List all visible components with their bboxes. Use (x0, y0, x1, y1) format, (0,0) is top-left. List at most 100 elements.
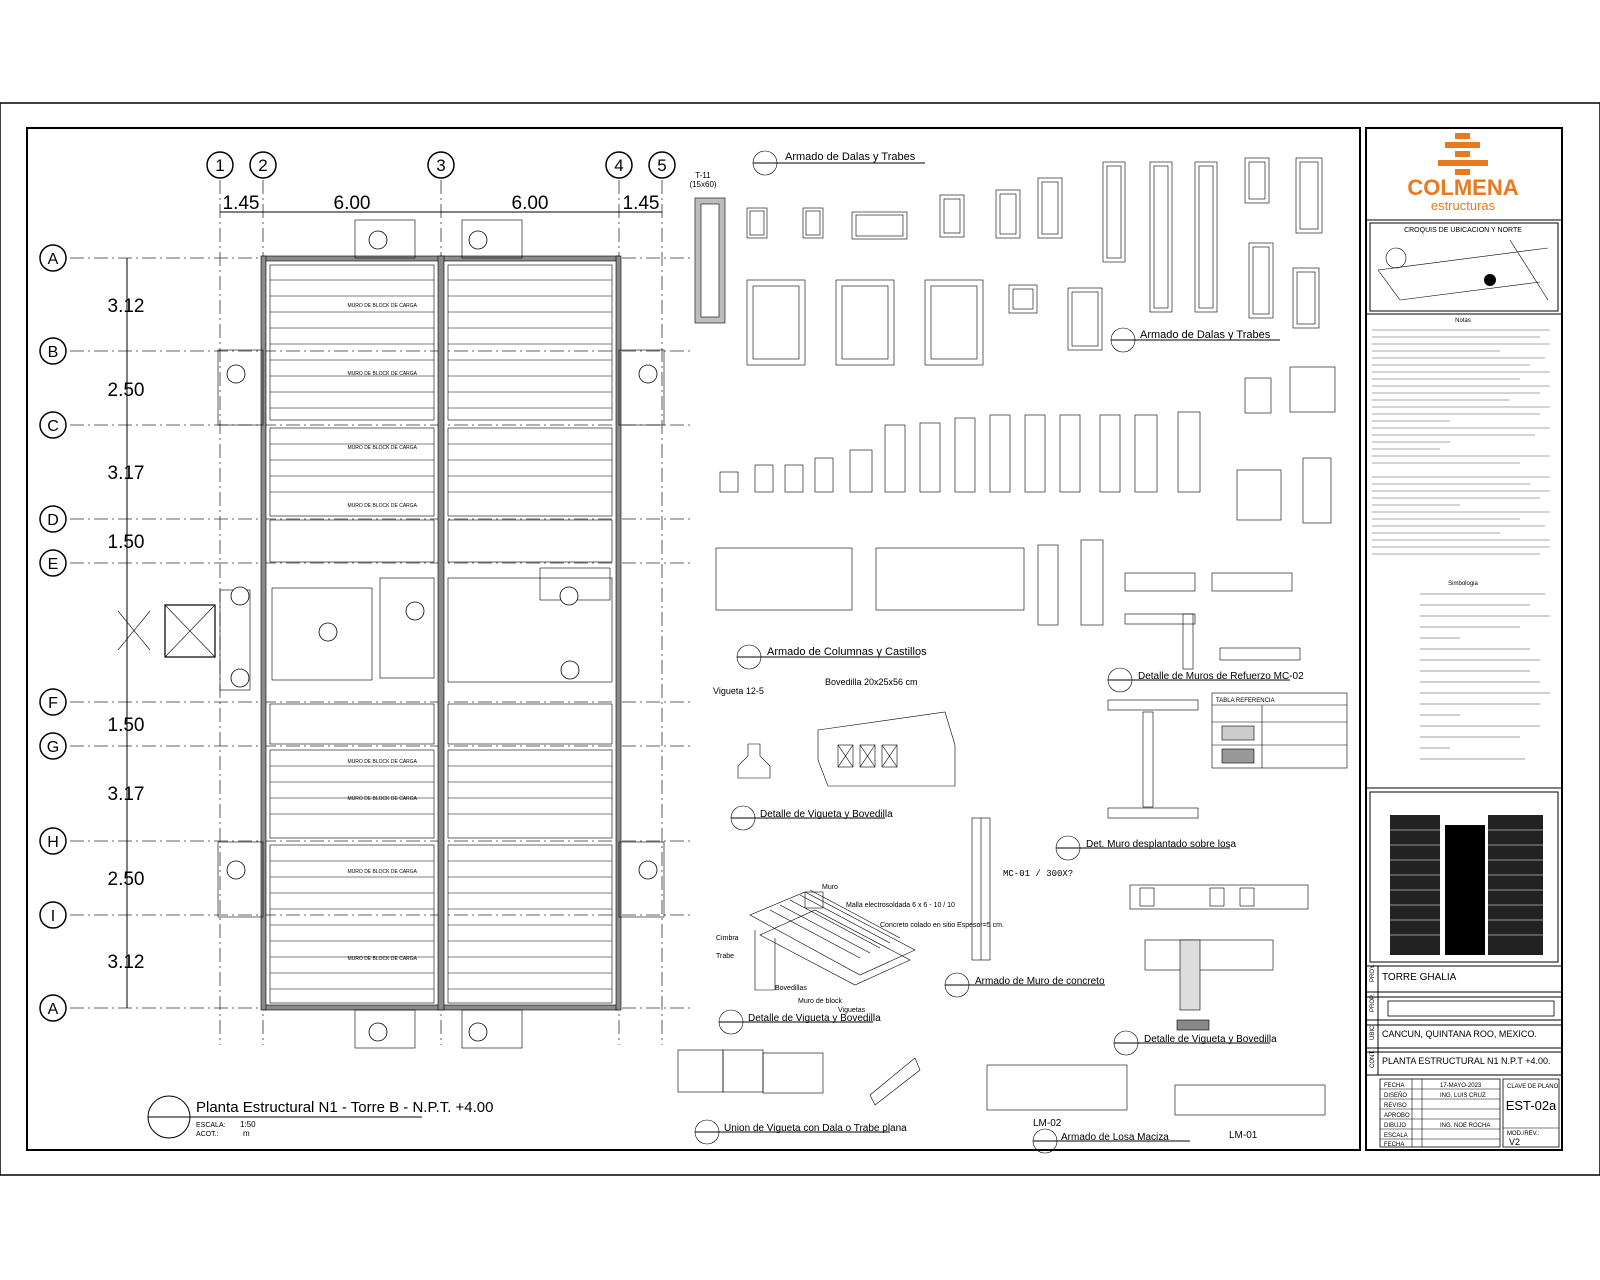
details-area: T-11 (15x60) Armado de Dalas y Trabes (677, 150, 1348, 1154)
detail-title: Armado de Columnas y Castillos (767, 646, 927, 658)
outer-border (0, 102, 1600, 1176)
field-label: DIBUJO (1384, 1123, 1406, 1129)
wall-note: MURO DE BLOCK DE CARGA (348, 956, 418, 962)
dimension-label: 3.12 (108, 952, 145, 973)
detail-title: Detalle de Vigueta y Bovedilla (1144, 1034, 1277, 1045)
revision: V2 (1509, 1137, 1520, 1147)
dimension-label: 1.45 (223, 193, 260, 214)
floor-plan: 1 2 3 4 5 1.45 6.00 6.00 1.45 A B C D E … (39, 151, 690, 1139)
wall-note: MURO DE BLOCK DE CARGA (348, 303, 418, 309)
field-label: MOD./REV.: (1507, 1131, 1540, 1137)
row-label: UBIC. (1370, 1024, 1376, 1040)
axis-label: G (47, 739, 59, 756)
field-label: APROBO (1384, 1113, 1410, 1119)
wall-note: MURO DE BLOCK DE CARGA (348, 503, 418, 509)
section-label: T-11 (695, 171, 711, 180)
field-label: CLAVE DE PLANO (1507, 1084, 1559, 1090)
field-value: 17-MAYO-2023 (1440, 1083, 1482, 1089)
detail-title: Detalle de Vigueta y Bovedilla (748, 1013, 881, 1024)
axis-label: 5 (657, 156, 666, 175)
vigueta-label: Vigueta 12-5 (713, 686, 764, 696)
dimension-label: 3.12 (108, 296, 145, 317)
field-label: DISEÑO (1384, 1092, 1407, 1099)
callout: Malla electrosoldada 6 x 6 - 10 / 10 (846, 902, 955, 909)
location: CANCUN, QUINTANA ROO, MEXICO. (1382, 1029, 1537, 1039)
notes-title: Notas (1455, 318, 1471, 324)
field-value: ING. NOE ROCHA (1440, 1123, 1490, 1129)
field-label: FECHA (1384, 1142, 1404, 1148)
titleblock-frame (1365, 127, 1563, 1151)
dimension-label: 1.45 (623, 193, 660, 214)
row-label: PROY. (1370, 964, 1376, 982)
row-label: CONT. (1370, 1050, 1376, 1068)
field-label: FECHA (1384, 1083, 1404, 1089)
colmena-logo: COLMENA estructuras (1407, 133, 1519, 213)
section-label: LM-02 (1033, 1118, 1062, 1129)
wall-note: MURO DE BLOCK DE CARGA (348, 371, 418, 377)
section-size: (15x60) (689, 180, 716, 189)
content-title: PLANTA ESTRUCTURAL N1 N.P.T +4.00. (1382, 1056, 1550, 1066)
callout: Cimbra (716, 935, 739, 942)
detail-title: Detalle de Vigueta y Bovedilla (760, 809, 893, 820)
axis-label: H (47, 834, 59, 851)
axis-label: F (48, 695, 58, 712)
axis-label: C (47, 418, 59, 435)
dimension-label: 3.17 (108, 784, 145, 805)
axis-label: I (51, 908, 55, 925)
axis-label: 3 (436, 156, 445, 175)
dimension-label: 3.17 (108, 463, 145, 484)
section-label: LM-01 (1229, 1130, 1258, 1141)
dimension-label: 6.00 (512, 193, 549, 214)
detail-title: Det. Muro desplantado sobre losa (1086, 839, 1237, 850)
callout: Concreto colado en sitio Espesor=5 cm. (880, 922, 1004, 929)
axis-label: 1 (215, 156, 224, 175)
field-label: REVISO (1384, 1103, 1407, 1109)
axis-label: A (48, 1001, 59, 1018)
callout: Muro de block (798, 998, 842, 1005)
dimension-label: 1.50 (108, 532, 145, 553)
units-label: ACOT.: (196, 1131, 219, 1138)
callout: Trabe (716, 953, 734, 960)
detail-title: Union de Vigueta con Dala o Trabe plana (724, 1123, 907, 1134)
callout: Viguetas (838, 1007, 866, 1014)
wall-note: MURO DE BLOCK DE CARGA (348, 869, 418, 875)
units-value: m (243, 1129, 250, 1138)
bovedilla-label: Bovedilla 20x25x56 cm (825, 677, 918, 687)
field-label: ESCALA (1384, 1133, 1408, 1139)
wall-note: MURO DE BLOCK DE CARGA (348, 445, 418, 451)
scale-label: ESCALA: (196, 1122, 226, 1129)
title-block: COLMENA estructuras CROQUIS DE UBICACION… (1366, 133, 1562, 1148)
callout: Bovedillas (775, 985, 807, 992)
dimension-label: 2.50 (108, 869, 145, 890)
callout: MC-01 / 300X? (1003, 869, 1073, 879)
logo-text: COLMENA (1407, 175, 1518, 200)
logo-subtext: estructuras (1431, 198, 1496, 213)
wall-note: MURO DE BLOCK DE CARGA (348, 759, 418, 765)
dimension-label: 6.00 (334, 193, 371, 214)
axis-label: 2 (258, 156, 267, 175)
axis-label: B (48, 344, 59, 361)
detail-title: Armado de Losa Maciza (1061, 1132, 1169, 1143)
croquis-title: CROQUIS DE UBICACION Y NORTE (1404, 227, 1522, 234)
axis-label: 4 (614, 156, 623, 175)
plan-title: Planta Estructural N1 - Torre B - N.P.T.… (196, 1099, 494, 1116)
detail-title: Armado de Muro de concreto (975, 976, 1105, 987)
wall-note: MURO DE BLOCK DE CARGA (348, 796, 418, 802)
axis-label: E (48, 556, 59, 573)
row-label: PROP. (1370, 994, 1376, 1012)
axis-label: A (48, 251, 59, 268)
axis-label: D (47, 512, 59, 529)
callout: Muro (822, 884, 838, 891)
dimension-label: 1.50 (108, 715, 145, 736)
detail-title: Armado de Dalas y Trabes (1140, 329, 1271, 341)
table-title: TABLA REFERENCIA (1216, 698, 1275, 704)
field-value: ING. LUIS CRUZ (1440, 1093, 1486, 1099)
plan-key: EST-02a (1506, 1098, 1557, 1113)
detail-title: Detalle de Muros de Refuerzo MC-02 (1138, 671, 1304, 682)
dimension-label: 2.50 (108, 380, 145, 401)
detail-title: Armado de Dalas y Trabes (785, 151, 916, 163)
symbology-title: Simbologia (1448, 581, 1478, 587)
drawing-frame (26, 127, 1361, 1151)
project-name: TORRE GHALIA (1382, 972, 1457, 983)
